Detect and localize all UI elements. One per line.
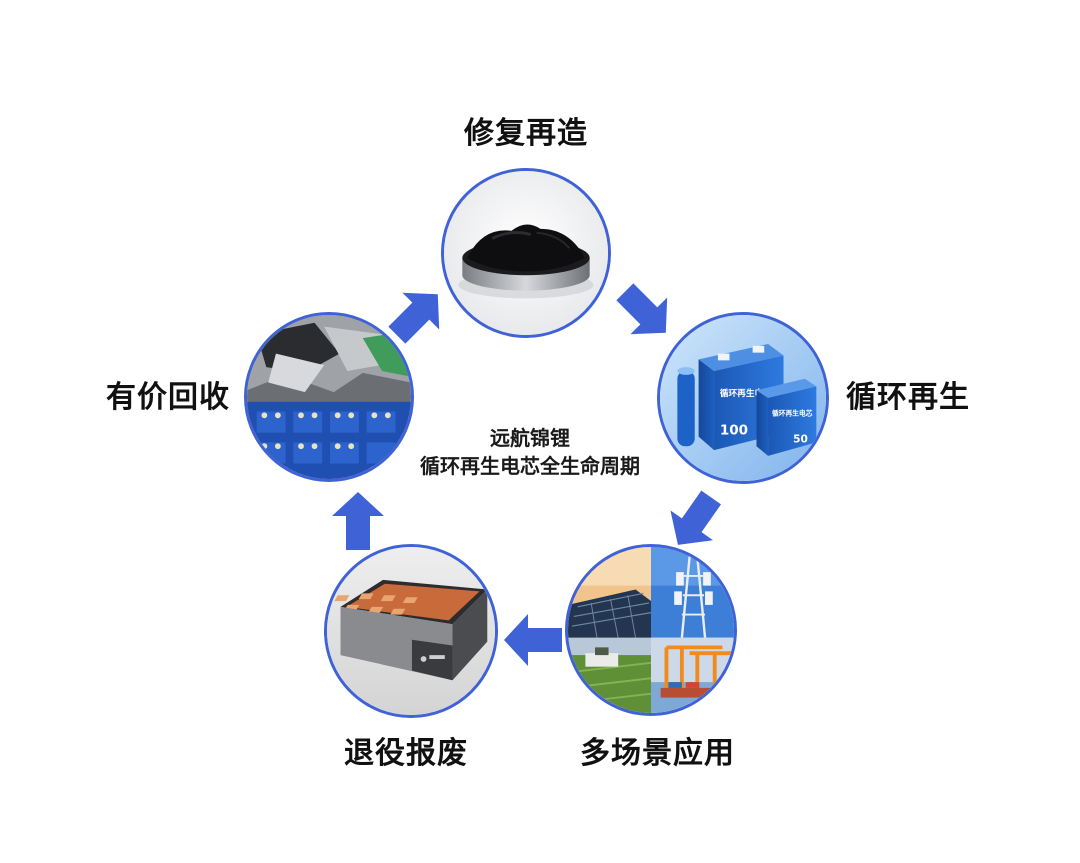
arrow-recycling-to-repair (376, 272, 461, 357)
arrow-applications-to-retirement (502, 610, 562, 670)
stage-label-retirement: 退役报废 (344, 736, 468, 771)
stage-label-repair: 修复再造 (464, 116, 588, 151)
application-scenes-collage (565, 544, 737, 716)
arrow-regeneration-to-applications (652, 480, 736, 564)
stage-label-applications: 多场景应用 (580, 736, 735, 771)
battery-scrap-image (244, 312, 414, 482)
center-title-line1: 远航锦锂 (490, 426, 570, 450)
battery-pack-module-image (324, 544, 498, 718)
cell-capacity-small: 50 (793, 432, 808, 445)
cell-capacity-large: 100 (720, 423, 748, 439)
center-title-line2: 循环再生电芯全生命周期 (420, 454, 640, 478)
battery-cells-image: 循环再生电芯 100 循环再生电芯 50 (657, 312, 829, 484)
cell-label-small: 循环再生电芯 (772, 408, 813, 417)
arrow-retirement-to-recycling (328, 490, 388, 550)
black-powder-dish-image (441, 168, 611, 338)
stage-label-regeneration: 循环再生 (846, 380, 970, 415)
arrow-repair-to-regeneration (604, 271, 689, 356)
stage-label-recycling: 有价回收 (106, 380, 230, 415)
center-title: 远航锦锂 循环再生电芯全生命周期 (395, 424, 665, 480)
